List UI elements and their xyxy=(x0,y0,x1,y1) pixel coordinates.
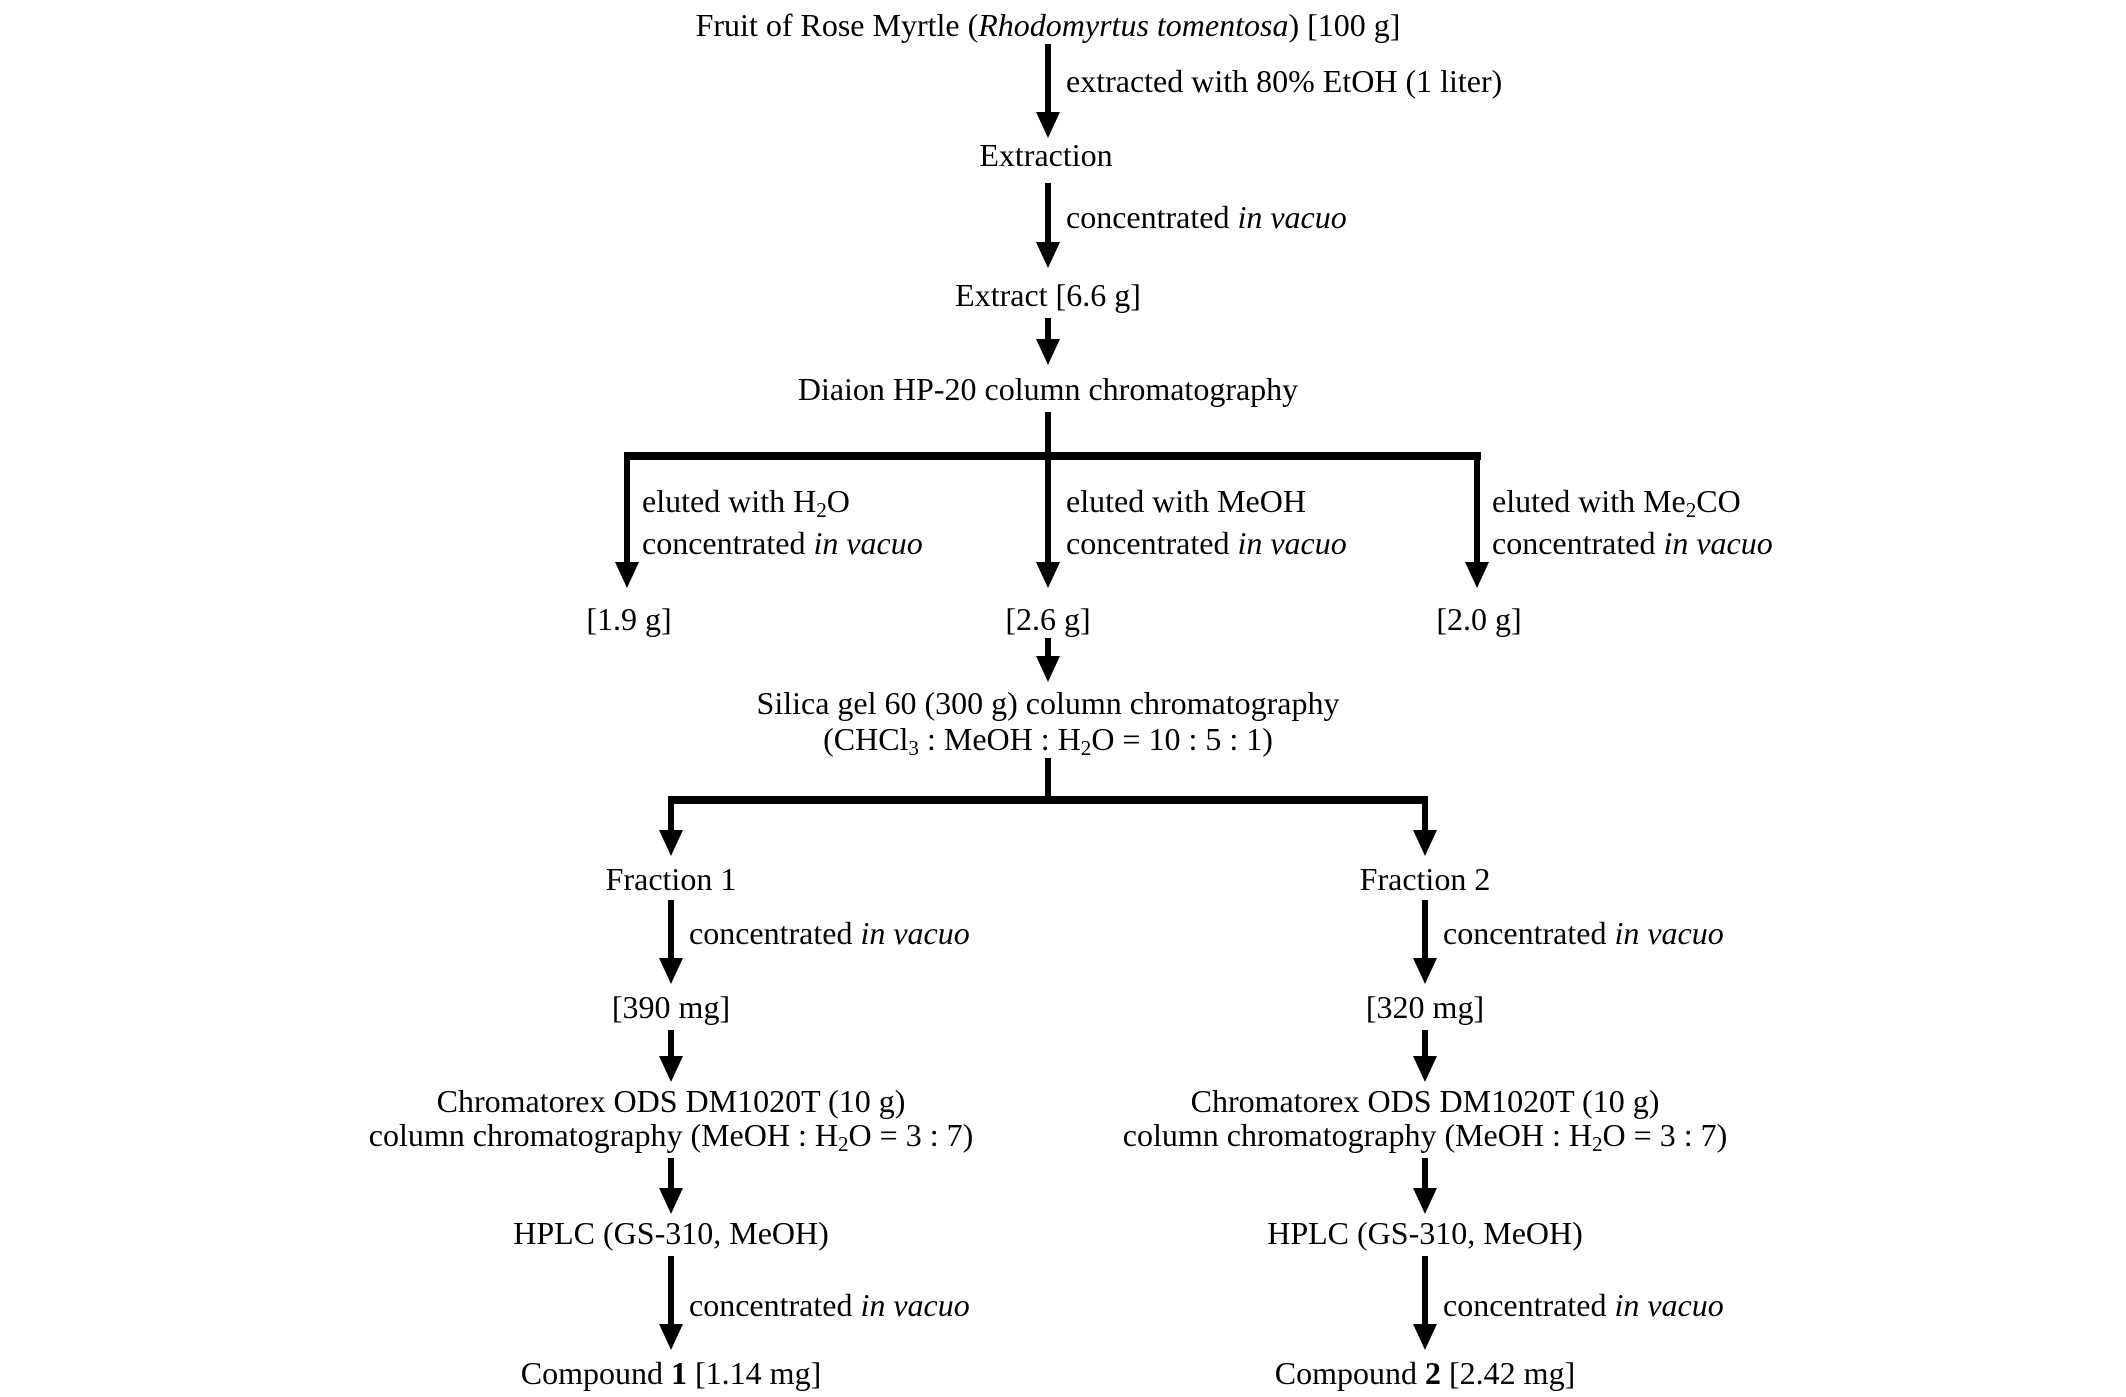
label-eluted-me2co: eluted with Me2CO concentrated in vacuo xyxy=(1492,482,1773,562)
source-species-italic: Rhodomyrtus tomentosa xyxy=(978,7,1289,43)
arrow-hplc2-to-compound2 xyxy=(1412,1256,1438,1350)
arrow-extract-to-diaion xyxy=(1035,318,1061,365)
node-weight-meoh: [2.6 g] xyxy=(1005,601,1091,637)
compound-weight-text: [1.14 mg] xyxy=(687,1355,822,1391)
arrow-meoh-to-silica xyxy=(1035,638,1061,682)
in-vacuo-italic: in vacuo xyxy=(1237,199,1347,235)
subscript: 2 xyxy=(816,498,827,523)
arrow-fraction1-to-weight xyxy=(658,900,684,984)
silica-text: : MeOH : H xyxy=(918,721,1081,757)
eluted-line: eluted with MeOH xyxy=(1066,482,1347,524)
subscript: 2 xyxy=(837,1132,849,1157)
concentrated-line: concentrated in vacuo xyxy=(642,524,923,562)
arrow-to-fraction-1 xyxy=(658,796,684,856)
node-weight-me2co: [2.0 g] xyxy=(1436,601,1522,637)
concentrated-text: concentrated xyxy=(1443,915,1615,951)
in-vacuo-italic: in vacuo xyxy=(860,915,970,951)
node-diaion-chromatography: Diaion HP-20 column chromatography xyxy=(797,371,1299,407)
compound-number-bold: 1 xyxy=(671,1355,688,1391)
concentrated-text: concentrated xyxy=(689,1287,861,1323)
eluted-text: eluted with H xyxy=(642,483,817,519)
arrow-chromatorex2-to-hplc xyxy=(1412,1158,1438,1214)
fraction-branch-line xyxy=(668,796,1428,804)
label-eluted-water: eluted with H2O concentrated in vacuo xyxy=(642,482,923,562)
node-compound-2: Compound 2 [2.42 mg] xyxy=(1275,1356,1575,1390)
arrow-eluted-me2co xyxy=(1464,452,1490,588)
node-extraction: Extraction xyxy=(979,137,1113,173)
subscript: 3 xyxy=(908,736,919,761)
in-vacuo-italic: in vacuo xyxy=(860,1287,970,1323)
arrow-extraction-to-extract xyxy=(1035,183,1061,268)
eluted-text: eluted with MeOH xyxy=(1066,483,1306,519)
silica-text: O = 10 : 5 : 1) xyxy=(1091,721,1273,757)
concentrated-line: concentrated in vacuo xyxy=(1066,524,1347,562)
label-extracted-with-etoh: extracted with 80% EtOH (1 liter) xyxy=(1066,63,1503,99)
node-chromatorex-1-line1: Chromatorex ODS DM1020T (10 g) xyxy=(436,1083,906,1119)
node-extract: Extract [6.6 g] xyxy=(955,277,1141,313)
arrow-source-to-extraction xyxy=(1035,44,1061,138)
eluted-line: eluted with H2O xyxy=(642,482,923,524)
compound-number-bold: 2 xyxy=(1425,1355,1442,1391)
chromatorex-text: column chromatography (MeOH : H xyxy=(368,1117,838,1153)
fraction-branch-stem xyxy=(1045,758,1051,804)
arrow-fraction2-to-weight xyxy=(1412,900,1438,984)
node-weight-fraction-2: [320 mg] xyxy=(1365,989,1485,1025)
label-concentrated-in-vacuo-f2a: concentrated in vacuo xyxy=(1443,916,1724,950)
compound-text: Compound xyxy=(520,1355,672,1391)
eluted-text-post: CO xyxy=(1696,483,1741,519)
node-compound-1: Compound 1 [1.14 mg] xyxy=(521,1356,821,1390)
node-weight-fraction-1: [390 mg] xyxy=(611,989,731,1025)
concentrated-text: concentrated xyxy=(1443,1287,1615,1323)
node-chromatorex-2-line1: Chromatorex ODS DM1020T (10 g) xyxy=(1190,1083,1660,1119)
concentrated-line: concentrated in vacuo xyxy=(1492,524,1773,562)
node-chromatorex-2-line2: column chromatography (MeOH : H2O = 3 : … xyxy=(1123,1118,1727,1156)
node-chromatorex-1-line2: column chromatography (MeOH : H2O = 3 : … xyxy=(369,1118,973,1156)
in-vacuo-italic: in vacuo xyxy=(1237,525,1347,561)
arrow-weight1-to-chromatorex xyxy=(658,1030,684,1082)
node-fraction-1: Fraction 1 xyxy=(605,861,737,897)
source-text-post: ) [100 g] xyxy=(1288,7,1401,43)
concentrated-text: concentrated xyxy=(1066,199,1238,235)
eluted-line: eluted with Me2CO xyxy=(1492,482,1773,524)
source-text-pre: Fruit of Rose Myrtle ( xyxy=(695,7,979,43)
in-vacuo-italic: in vacuo xyxy=(1614,1287,1724,1323)
subscript: 2 xyxy=(1685,498,1697,523)
subscript: 2 xyxy=(1080,736,1092,761)
eluted-text-post: O xyxy=(826,483,850,519)
in-vacuo-italic: in vacuo xyxy=(1614,915,1724,951)
node-fraction-2: Fraction 2 xyxy=(1359,861,1491,897)
label-eluted-meoh: eluted with MeOH concentrated in vacuo xyxy=(1066,482,1347,562)
node-hplc-1: HPLC (GS-310, MeOH) xyxy=(513,1215,829,1251)
compound-text: Compound xyxy=(1274,1355,1426,1391)
chromatorex-text: O = 3 : 7) xyxy=(1602,1117,1728,1153)
chromatorex-text: O = 3 : 7) xyxy=(848,1117,974,1153)
chromatorex-text: column chromatography (MeOH : H xyxy=(1122,1117,1592,1153)
label-concentrated-in-vacuo-f2b: concentrated in vacuo xyxy=(1443,1288,1724,1322)
concentrated-text: concentrated xyxy=(642,525,814,561)
elution-branch-line xyxy=(624,452,1481,460)
label-concentrated-in-vacuo-f1b: concentrated in vacuo xyxy=(689,1288,970,1322)
arrow-to-fraction-2 xyxy=(1412,796,1438,856)
node-weight-water: [1.9 g] xyxy=(586,601,672,637)
eluted-text: eluted with Me xyxy=(1492,483,1686,519)
node-hplc-2: HPLC (GS-310, MeOH) xyxy=(1267,1215,1583,1251)
in-vacuo-italic: in vacuo xyxy=(813,525,923,561)
arrow-eluted-water xyxy=(614,452,640,588)
silica-text: (CHCl xyxy=(823,721,909,757)
concentrated-text: concentrated xyxy=(1066,525,1238,561)
concentrated-text: concentrated xyxy=(1492,525,1664,561)
node-silica-line1: Silica gel 60 (300 g) column chromatogra… xyxy=(756,685,1340,721)
subscript: 2 xyxy=(1591,1132,1603,1157)
in-vacuo-italic: in vacuo xyxy=(1663,525,1773,561)
label-concentrated-in-vacuo-f1a: concentrated in vacuo xyxy=(689,916,970,950)
arrow-chromatorex1-to-hplc xyxy=(658,1158,684,1214)
arrow-hplc1-to-compound1 xyxy=(658,1256,684,1350)
concentrated-text: concentrated xyxy=(689,915,861,951)
arrow-eluted-meoh xyxy=(1035,412,1061,588)
label-concentrated-in-vacuo-main: concentrated in vacuo xyxy=(1066,200,1347,234)
node-silica-line2: (CHCl3 : MeOH : H2O = 10 : 5 : 1) xyxy=(823,722,1273,760)
node-source: Fruit of Rose Myrtle (Rhodomyrtus toment… xyxy=(696,8,1401,42)
arrow-weight2-to-chromatorex xyxy=(1412,1030,1438,1082)
compound-weight-text: [2.42 mg] xyxy=(1441,1355,1576,1391)
